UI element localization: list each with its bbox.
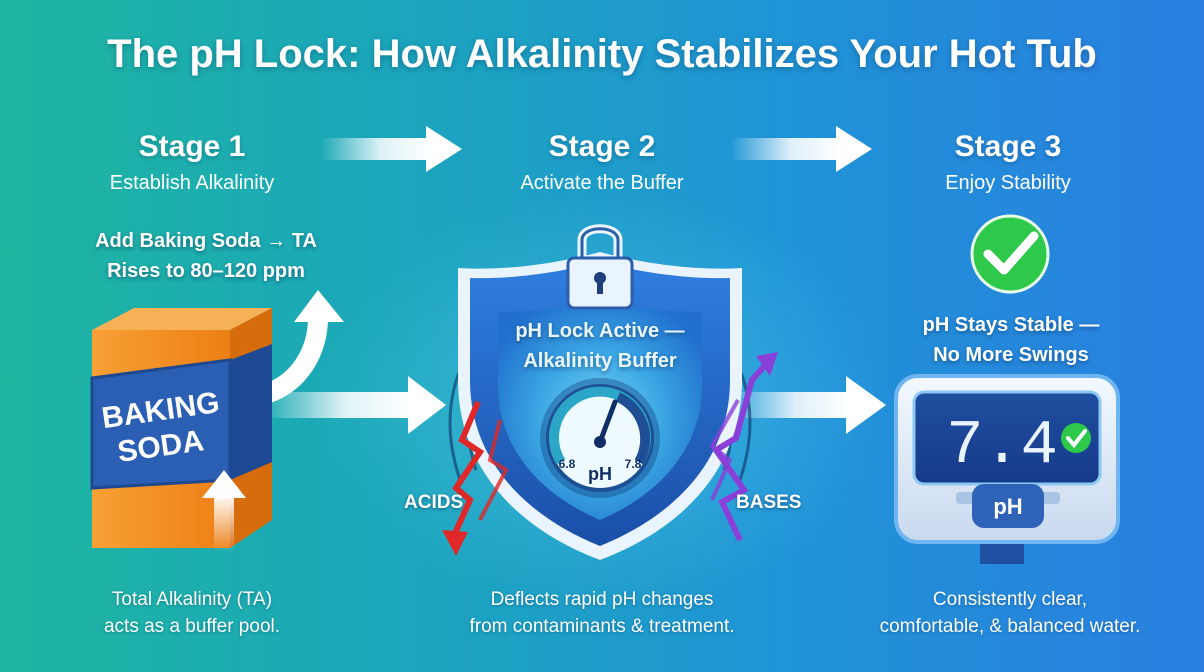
stage-2-caption-line2: from contaminants & treatment. [469,616,735,637]
flow-arrow-1 [262,376,446,434]
header-arrow-1 [320,126,462,172]
stage-1-header: Stage 1 Establish Alkalinity [42,130,342,195]
stage-1-callout-line1: Add Baking Soda → TA [95,230,317,252]
stage-1-caption-line2: acts as a buffer pool. [103,616,281,637]
stage-1-callout: Add Baking Soda → TA Rises to 80–120 ppm [36,226,376,286]
acids-label: ACIDS [404,492,464,513]
stage-2-callout-line2: Alkalinity Buffer [523,350,677,372]
stage-3-header: Stage 3 Enjoy Stability [858,130,1158,195]
gauge-min-label: 6.8 [559,457,576,471]
header-arrow-2 [730,126,872,172]
baking-soda-box-icon [90,308,272,548]
ph-meter-icon [894,374,1120,564]
page-title: The pH Lock: How Alkalinity Stabilizes Y… [107,32,1097,76]
stage-3-callout-line1: pH Stays Stable — [922,314,1100,336]
lock-icon [566,224,634,310]
stage-3-subtitle: Enjoy Stability [945,172,1071,194]
stage-3-callout: pH Stays Stable — No More Swings [876,310,1146,370]
box-up-arrow [202,470,246,552]
stage-1-callout-line2: Rises to 80–120 ppm [107,260,305,282]
meter-reading: 7.4 [946,410,1058,481]
stage-3-name: Stage 3 [954,130,1062,163]
stage-1-name: Stage 1 [138,130,246,163]
check-icon [970,214,1050,294]
stage-2-subtitle: Activate the Buffer [520,172,684,194]
acids-lightning [442,400,509,556]
meter-unit-label: pH [993,494,1022,519]
gauge-max-label: 7.8 [625,457,642,471]
bases-label: BASES [736,492,802,513]
stage-2-callout-line1: pH Lock Active — [515,320,685,342]
stage-1-caption: Total Alkalinity (TA) acts as a buffer p… [42,586,342,640]
bases-lightning [709,352,778,542]
stage-3-caption-line1: Consistently clear, [932,589,1088,610]
stage-3-caption: Consistently clear, comfortable, & balan… [840,586,1180,640]
stage-3-caption-line2: comfortable, & balanced water. [879,616,1141,637]
rising-arrow [258,290,344,405]
stage-3-callout-line2: No More Swings [933,344,1089,366]
gauge-icon [540,378,660,498]
stage-2-header: Stage 2 Activate the Buffer [452,130,752,195]
stage-1-caption-line1: Total Alkalinity (TA) [111,589,273,610]
stage-2-callout: pH Lock Active — Alkalinity Buffer [470,316,730,376]
stage-2-caption: Deflects rapid pH changes from contamina… [430,586,774,640]
stage-1-subtitle: Establish Alkalinity [109,172,275,194]
stage-2-name: Stage 2 [548,130,656,163]
gauge-unit-label: pH [588,464,612,484]
stage-2-caption-line1: Deflects rapid pH changes [490,589,714,610]
